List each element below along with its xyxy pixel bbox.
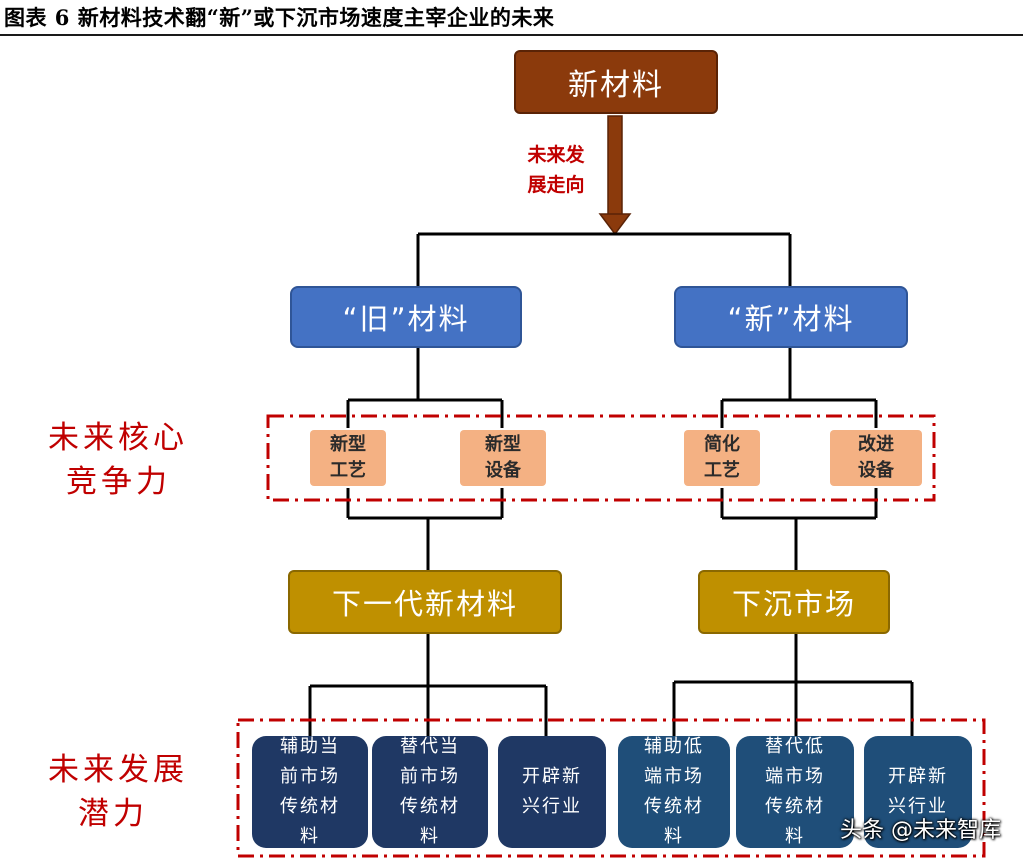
- potential-line: 料: [420, 826, 440, 847]
- next-gen-materials-node: 下一代新材料: [288, 570, 562, 634]
- core-item-new-process: 新型工艺: [310, 430, 386, 486]
- old-materials-node: “旧”材料: [290, 286, 522, 348]
- root-arrow-shaft: [607, 115, 623, 217]
- branch-split-line: [416, 232, 792, 286]
- potential-item-4: 辅助低端市场传统材料: [618, 736, 730, 848]
- core-label-line2: 竞争力: [66, 464, 171, 500]
- potential-label-line2: 潜力: [78, 796, 148, 832]
- potential-frame: [236, 718, 986, 858]
- old-to-core-line: [346, 348, 504, 428]
- core-label-line1: 未来核心: [48, 420, 188, 456]
- new-materials-label: “新”材料: [727, 302, 855, 336]
- arrow-label-line1: 未来发: [527, 144, 585, 166]
- potential-item-1: 辅助当前市场传统材料: [252, 736, 368, 848]
- potential-line: 开辟新: [888, 766, 948, 787]
- root-label: 新材料: [568, 68, 664, 103]
- core-item-line2: 设备: [858, 460, 894, 481]
- lower-tier-market-label: 下沉市场: [731, 587, 856, 621]
- core-item-line1: 新型: [485, 434, 521, 455]
- core-item-simplified-process: 简化工艺: [684, 430, 760, 486]
- potential-line: 兴行业: [888, 796, 948, 817]
- potential-line: 替代当: [400, 736, 460, 757]
- result-right-to-potential-line: [672, 634, 914, 736]
- figure-title: 图表 6 新材料技术翻“新”或下沉市场速度主宰企业的未来: [4, 5, 555, 30]
- root-arrow-head: [598, 213, 632, 236]
- core-frame: [266, 414, 936, 502]
- core-item-new-equipment: 新型设备: [460, 430, 546, 486]
- potential-line: 料: [785, 826, 805, 847]
- potential-item-6: 开辟新兴行业: [864, 736, 972, 848]
- core-item-line2: 工艺: [704, 460, 740, 481]
- core-item-line1: 新型: [330, 434, 366, 455]
- root-node: 新材料: [514, 50, 718, 114]
- potential-item-3: 开辟新兴行业: [498, 736, 606, 848]
- next-gen-materials-label: 下一代新材料: [331, 587, 518, 621]
- potential-line: 兴行业: [522, 796, 582, 817]
- arrow-label: 未来发 展走向: [506, 140, 606, 200]
- potential-line: 传统材: [765, 796, 825, 817]
- arrow-label-line2: 展走向: [527, 174, 585, 196]
- potential-line: 前市场: [280, 766, 340, 787]
- potential-line: 辅助当: [280, 736, 340, 757]
- core-item-line1: 改进: [858, 434, 894, 455]
- potential-line: 前市场: [400, 766, 460, 787]
- potential-line: 传统材: [280, 796, 340, 817]
- core-item-line2: 工艺: [330, 460, 366, 481]
- potential-line: 端市场: [644, 766, 704, 787]
- new-materials-node: “新”材料: [674, 286, 908, 348]
- potential-line: 传统材: [644, 796, 704, 817]
- old-materials-label: “旧”材料: [342, 302, 470, 336]
- result-left-to-potential-line: [308, 634, 548, 736]
- core-item-line1: 简化: [704, 434, 740, 455]
- potential-item-2: 替代当前市场传统材料: [372, 736, 488, 848]
- core-to-result-right-line: [720, 488, 878, 570]
- watermark: 头条 @未来智库: [840, 818, 1001, 843]
- potential-line: 开辟新: [522, 766, 582, 787]
- core-item-improved-equipment: 改进设备: [830, 430, 922, 486]
- potential-line: 料: [300, 826, 320, 847]
- core-to-result-left-line: [346, 488, 504, 570]
- lower-tier-market-node: 下沉市场: [698, 570, 890, 634]
- development-potential-label: 未来发展 潜力: [48, 748, 188, 836]
- core-competitiveness-label: 未来核心 竞争力: [48, 416, 188, 504]
- potential-item-5: 替代低端市场传统材料: [736, 736, 854, 848]
- new-to-core-line: [720, 348, 878, 428]
- potential-line: 辅助低: [644, 736, 704, 757]
- core-item-line2: 设备: [485, 460, 521, 481]
- title-divider: [0, 34, 1023, 36]
- potential-line: 替代低: [765, 736, 825, 757]
- potential-label-line1: 未来发展: [48, 752, 188, 788]
- potential-line: 传统材: [400, 796, 460, 817]
- potential-line: 端市场: [765, 766, 825, 787]
- potential-line: 料: [664, 826, 684, 847]
